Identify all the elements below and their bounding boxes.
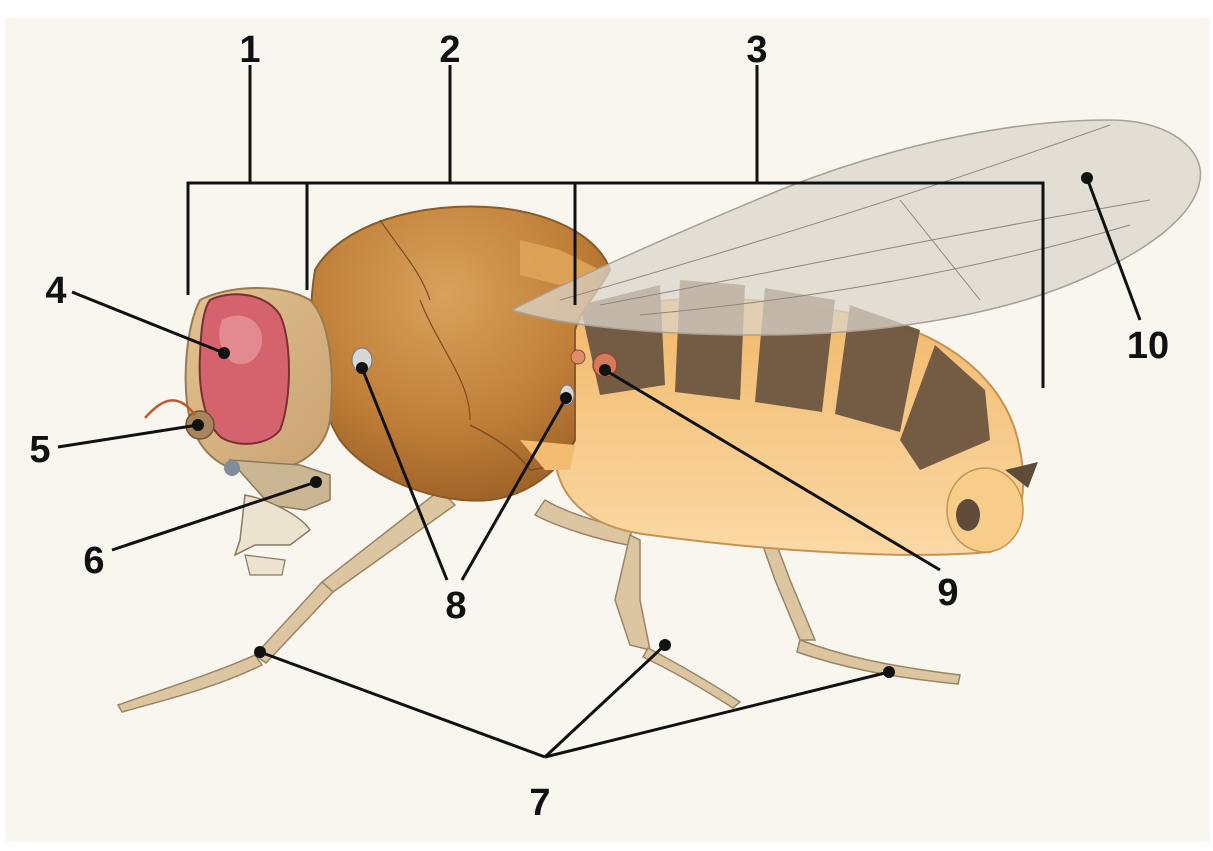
label-6: 6 xyxy=(83,540,104,582)
label-2: 2 xyxy=(439,29,460,71)
label-10: 10 xyxy=(1127,325,1169,367)
label-1: 1 xyxy=(239,29,260,71)
label-4: 4 xyxy=(45,270,66,312)
label-7: 7 xyxy=(529,782,550,824)
thorax xyxy=(311,207,617,501)
label-5: 5 xyxy=(29,429,50,471)
label-8: 8 xyxy=(445,585,466,627)
label-3: 3 xyxy=(746,29,767,71)
label-9: 9 xyxy=(937,572,958,614)
